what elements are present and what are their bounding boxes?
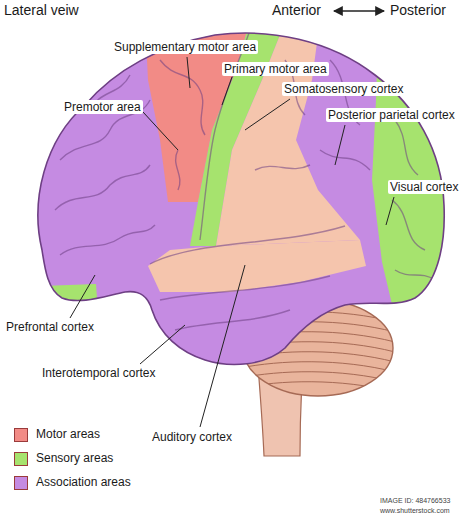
area-label: Somatosensory cortex (282, 82, 405, 96)
watermark: IMAGE ID: 484766533 (380, 497, 450, 505)
area-label: Supplementary motor area (112, 40, 258, 54)
direction-label: Posterior (390, 2, 446, 19)
cerebrum (0, 0, 474, 400)
legend-text: Motor areas (36, 427, 100, 441)
direction-arrow (334, 10, 384, 11)
legend-swatch (14, 476, 28, 490)
area-label: Visual cortex (388, 180, 460, 194)
area-label: Primary motor area (222, 62, 329, 76)
area-label: Auditory cortex (150, 430, 234, 444)
legend-swatch (14, 452, 28, 466)
area-label: Premotor area (62, 100, 143, 114)
legend-swatch (14, 428, 28, 442)
legend-text: Sensory areas (36, 451, 113, 465)
area-label: Interotemporal cortex (40, 366, 157, 380)
area-label: Posterior parietal cortex (326, 108, 457, 122)
area-label: Prefrontal cortex (4, 320, 96, 334)
watermark: www.shutterstock.com (380, 507, 450, 515)
direction-label: Anterior (272, 2, 321, 19)
view-title: Lateral veiw (4, 2, 79, 19)
legend-text: Association areas (36, 475, 131, 489)
